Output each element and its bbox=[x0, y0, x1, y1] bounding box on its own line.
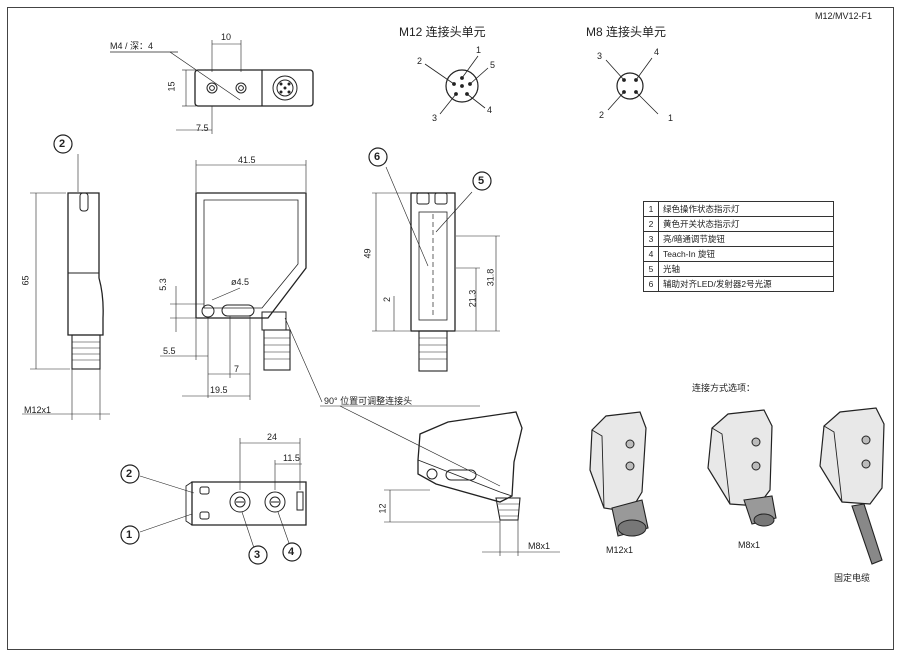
legend-text: 辅助对齐LED/发射器2号光源 bbox=[658, 276, 834, 292]
dim-5-3: 5.3 bbox=[157, 278, 168, 291]
dim-31-8: 31.8 bbox=[485, 268, 496, 287]
callout-3 bbox=[248, 545, 268, 565]
dim-19-5: 19.5 bbox=[210, 385, 228, 395]
m8-pinout bbox=[605, 57, 659, 115]
option-m8-sketch bbox=[707, 409, 777, 527]
side-view-left bbox=[22, 154, 110, 420]
dim-24: 24 bbox=[267, 432, 278, 442]
legend-text: 光轴 bbox=[658, 261, 834, 277]
m12-pin-4: 4 bbox=[487, 105, 493, 115]
dim-7-5: 7.5 bbox=[196, 123, 209, 133]
thread-note: M4 / 深：4 bbox=[110, 41, 154, 51]
thread-m8: M8x1 bbox=[528, 541, 551, 551]
legend-num: 2 bbox=[643, 216, 659, 232]
document-code: M12/MV12-F1 bbox=[815, 11, 873, 21]
m8-connector-title: M8 连接头单元 bbox=[586, 25, 667, 39]
callout-4 bbox=[282, 542, 302, 562]
dim-21-3: 21.3 bbox=[467, 289, 478, 308]
sheet-frame bbox=[7, 7, 894, 650]
m12-pin-3: 3 bbox=[432, 113, 438, 123]
m12-pin-5: 5 bbox=[490, 60, 496, 70]
m8-pin-2: 2 bbox=[599, 110, 605, 120]
legend-num: 3 bbox=[643, 231, 659, 247]
callout-5 bbox=[472, 171, 492, 191]
m12-pinout bbox=[424, 55, 489, 115]
legend-text: 黄色开关状态指示灯 bbox=[658, 216, 834, 232]
legend-num: 5 bbox=[643, 261, 659, 277]
dim-7: 7 bbox=[234, 364, 240, 374]
callout-label-1: 1 bbox=[126, 529, 133, 541]
dim-49: 49 bbox=[362, 248, 373, 259]
dim-15: 15 bbox=[166, 81, 177, 92]
legend-num: 6 bbox=[643, 276, 659, 292]
dim-5-5: 5.5 bbox=[163, 346, 176, 356]
callout-1 bbox=[120, 525, 140, 545]
options-title: 连接方式选项： bbox=[692, 383, 756, 393]
front-view bbox=[160, 160, 323, 403]
callout-label-2-bottom: 2 bbox=[126, 468, 133, 480]
option-m12-sketch bbox=[589, 411, 649, 537]
dim-hole: ø4.5 bbox=[231, 277, 250, 287]
dim-11-5: 11.5 bbox=[283, 453, 300, 463]
legend-num: 4 bbox=[643, 246, 659, 262]
callout-6 bbox=[368, 147, 388, 167]
rotate-note: 90° 位置可调整连接头 bbox=[324, 396, 413, 406]
thread-m12: M12x1 bbox=[24, 405, 52, 415]
callout-circles bbox=[53, 134, 492, 565]
dim-2: 2 bbox=[382, 296, 393, 303]
top-view bbox=[110, 40, 314, 134]
callout-label-5: 5 bbox=[478, 175, 485, 187]
dim-12: 12 bbox=[377, 503, 388, 514]
option-m8-label: M8x1 bbox=[738, 540, 761, 550]
callout-label-2-top: 2 bbox=[59, 138, 66, 150]
bottom-view bbox=[139, 438, 307, 549]
m8-pin-4: 4 bbox=[654, 47, 660, 57]
callout-label-3: 3 bbox=[254, 549, 261, 561]
legend-text: Teach-In 旋钮 bbox=[658, 246, 834, 262]
m8-pin-3: 3 bbox=[597, 51, 603, 61]
option-cable-label: 固定电缆 bbox=[834, 573, 871, 583]
dim-65: 65 bbox=[20, 275, 31, 286]
callout-2-bottom bbox=[120, 464, 140, 484]
m12-connector-title: M12 连接头单元 bbox=[399, 25, 486, 39]
m8-pin-1: 1 bbox=[668, 113, 674, 123]
callout-label-6: 6 bbox=[374, 151, 381, 163]
legend-text: 绿色操作状态指示灯 bbox=[658, 201, 834, 217]
legend-num: 1 bbox=[643, 201, 659, 217]
option-m12-label: M12x1 bbox=[606, 545, 634, 555]
legend-text: 亮/暗通调节旋钮 bbox=[658, 231, 834, 247]
rotated-connector-view bbox=[320, 405, 560, 556]
option-cable-sketch bbox=[819, 407, 885, 565]
dim-10: 10 bbox=[221, 32, 232, 42]
side-view-right bbox=[372, 166, 500, 372]
m12-pin-1: 1 bbox=[476, 45, 482, 55]
callout-label-4: 4 bbox=[288, 546, 295, 558]
m12-pin-2: 2 bbox=[417, 56, 423, 66]
callout-2-top bbox=[53, 134, 73, 154]
dim-41-5: 41.5 bbox=[238, 155, 256, 165]
